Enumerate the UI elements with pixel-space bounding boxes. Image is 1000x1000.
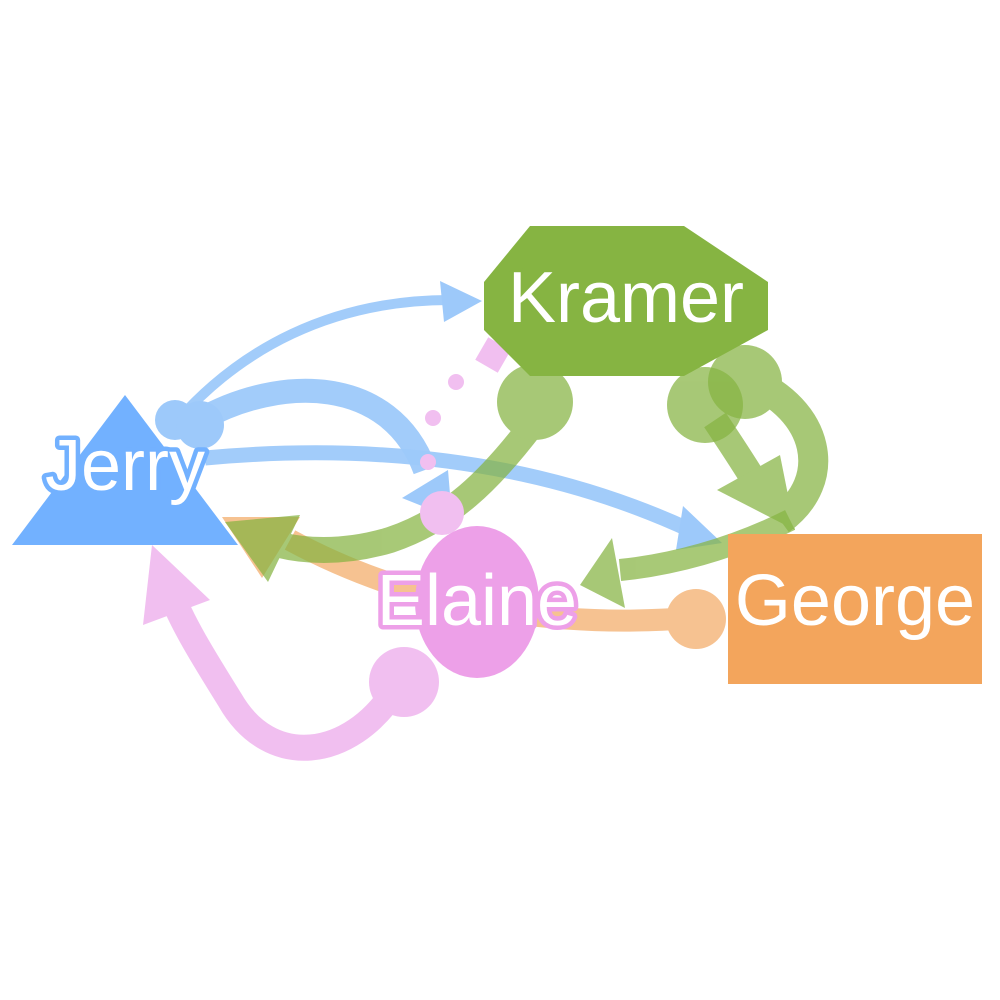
node-kramer[interactable]: Kramer bbox=[484, 226, 768, 376]
node-jerry-label: Jerry bbox=[45, 426, 205, 506]
node-kramer-label: Kramer bbox=[508, 258, 744, 338]
edge-jerry-kramer-arrow bbox=[440, 281, 482, 322]
node-george[interactable]: George bbox=[728, 534, 982, 684]
node-elaine-shape bbox=[415, 526, 539, 678]
edge-elaine-jerry-line bbox=[157, 585, 406, 761]
edge-elaine-kramer-dot-3 bbox=[448, 374, 464, 390]
node-jerry[interactable]: Jerry bbox=[12, 395, 238, 545]
edge-elaine-kramer-start bbox=[420, 491, 464, 535]
edge-elaine-kramer-dot-1 bbox=[420, 454, 436, 470]
edge-elaine-jerry-arrow bbox=[143, 545, 210, 625]
edge-kramer-jerry-arrow bbox=[225, 515, 300, 582]
edge-jerry-george bbox=[204, 445, 722, 550]
edge-jerry-kramer-line bbox=[174, 295, 451, 424]
edge-kramer-elaine-line bbox=[618, 510, 795, 581]
edge-kramer-elaine-start bbox=[667, 367, 743, 443]
node-elaine-label: Elaine bbox=[377, 561, 577, 641]
edge-kramer-george-arrow bbox=[717, 455, 795, 530]
edge-elaine-jerry-start bbox=[369, 647, 439, 717]
edge-kramer-jerry-line bbox=[276, 417, 543, 563]
node-george-label: George bbox=[735, 561, 975, 641]
edge-elaine-kramer-dot-2 bbox=[425, 410, 441, 426]
edge-elaine-jerry bbox=[143, 545, 439, 761]
node-george-shape bbox=[728, 534, 982, 684]
edge-george-jerry-start bbox=[666, 589, 726, 649]
node-jerry-shape bbox=[12, 395, 238, 545]
edge-jerry-george-arrow bbox=[676, 506, 722, 550]
node-kramer-shape bbox=[484, 226, 768, 376]
edge-kramer-jerry-start bbox=[497, 364, 573, 440]
node-elaine[interactable]: Elaine bbox=[372, 526, 582, 678]
edge-jerry-elaine-start bbox=[176, 401, 224, 449]
edge-kramer-elaine bbox=[580, 367, 795, 608]
edge-jerry-george-line bbox=[204, 445, 694, 537]
edge-kramer-jerry bbox=[225, 364, 573, 582]
edge-kramer-elaine-arrow bbox=[580, 538, 625, 608]
edge-jerry-elaine bbox=[176, 378, 452, 518]
edge-jerry-elaine-line bbox=[194, 378, 437, 475]
